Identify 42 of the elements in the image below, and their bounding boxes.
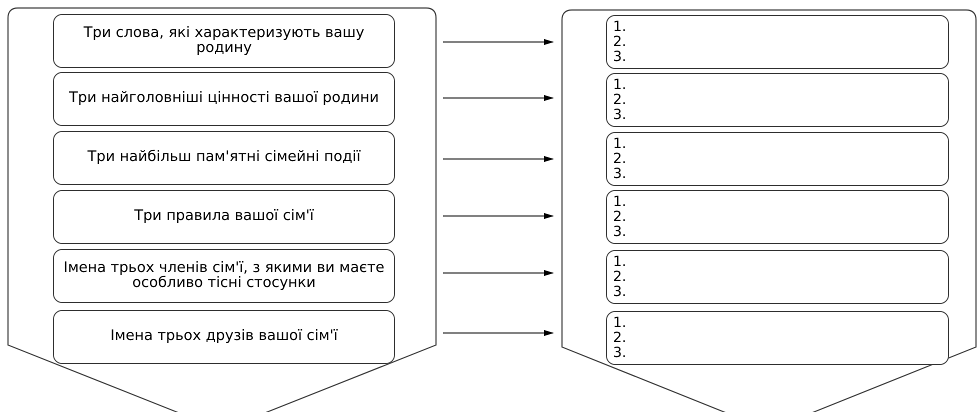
list-number: 3. [612,346,628,360]
list-number: 2. [612,210,628,224]
arrow [442,270,554,276]
prompt-box [53,249,395,303]
arrow [442,330,554,336]
list-number: 3. [612,166,628,182]
prompt-text: Три найголовніші цінності вашої родини [68,91,380,107]
prompt-box [53,72,395,126]
prompt-text: Імена трьох членів сім'ї, з якими ви маєте особливо тісні стосунки [62,260,386,292]
prompt-text: Імена трьох друзів вашої сім'ї [109,329,339,345]
arrow [442,156,554,162]
answer-box [606,311,949,365]
answer-box [606,15,949,69]
list-number: 1. [612,254,628,270]
prompt-text: Три найбільш пам'ятні сімейні події [86,150,362,166]
arrow [442,39,554,45]
list-number: 3. [612,224,628,240]
list-number: 3. [612,50,628,64]
list-number: 2. [612,152,628,166]
list-number: 2. [612,270,628,284]
list-number: 2. [612,92,628,108]
arrow [442,213,554,219]
prompt-text: Три слова, які характеризують вашу родину [82,26,366,56]
list-number: 2. [612,330,628,346]
list-number: 2. [612,34,628,50]
arrow [442,95,554,101]
list-number: 1. [612,316,628,330]
list-number: 1. [612,136,628,152]
answer-box [606,132,949,186]
list-number: 1. [612,20,628,34]
prompt-box [53,190,395,244]
list-number: 3. [612,284,628,300]
prompt-box [53,14,395,68]
answer-box [606,190,949,244]
prompt-box [53,131,395,185]
prompt-text: Три правила вашої сім'ї [133,209,315,225]
list-number: 3. [612,108,628,122]
answer-box [606,73,949,127]
prompt-box [53,310,395,364]
answer-box [606,250,949,304]
list-number: 1. [612,194,628,210]
list-number: 1. [612,78,628,92]
